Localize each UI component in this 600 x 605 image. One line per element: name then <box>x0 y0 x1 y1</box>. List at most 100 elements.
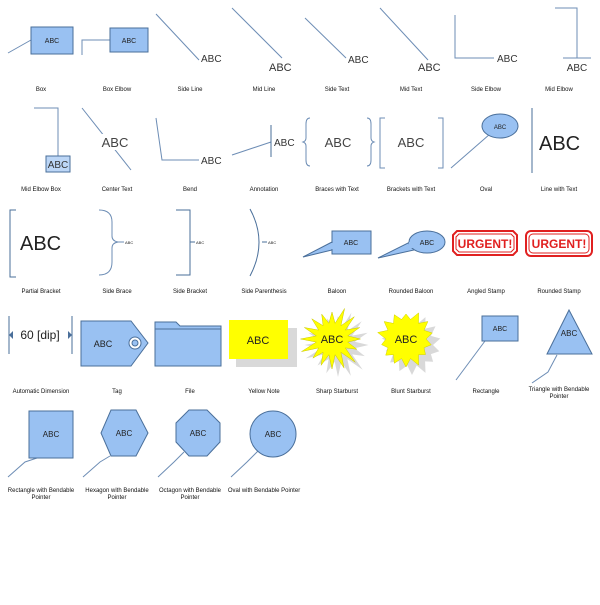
caption-mid-elbow-box: Mid Elbow Box <box>21 187 61 193</box>
caption-annotation: Annotation <box>249 187 279 193</box>
rounded-baloon-callout[interactable]: ABC <box>377 230 446 259</box>
side-brace-callout[interactable]: ABC <box>98 209 133 276</box>
mid-line-callout-text: ABC <box>269 62 292 74</box>
caption-angled-stamp: Angled Stamp <box>467 289 505 295</box>
angled-stamp[interactable]: URGENT! <box>452 230 518 256</box>
caption-hexagon-bendable: Hexagon with Bendable Pointer <box>85 488 149 501</box>
side-bracket-callout-text: ABC <box>196 240 204 245</box>
blunt-starburst-text: ABC <box>395 334 418 346</box>
brackets-callout[interactable]: ABC <box>379 117 444 169</box>
center-text-callout-text: ABC <box>102 135 129 150</box>
sharp-starburst[interactable]: ABC <box>300 308 369 378</box>
side-bracket-callout[interactable]: ABC <box>176 209 204 276</box>
caption-sharp-starburst: Sharp Starburst <box>315 389 359 395</box>
caption-center-text: Center Text <box>101 187 133 193</box>
baloon-callout[interactable]: ABC <box>302 230 372 258</box>
side-text-callout[interactable]: ABC <box>304 17 369 66</box>
oval-callout[interactable]: ABC <box>450 113 519 169</box>
yellow-note-text: ABC <box>247 335 270 347</box>
caption-box-elbow: Box Elbow <box>102 87 132 93</box>
rounded-stamp-text: URGENT! <box>532 237 587 251</box>
caption-rectangle-bendable: Rectangle with Bendable Pointer <box>7 488 75 501</box>
side-text-callout-text: ABC <box>348 55 369 66</box>
bend-callout-text: ABC <box>201 156 222 167</box>
annotation-callout-text: ABC <box>274 138 295 149</box>
box-callout-text: ABC <box>45 38 59 45</box>
rectangle-bendable-callout-text: ABC <box>43 430 60 439</box>
side-elbow-callout-text: ABC <box>497 54 518 65</box>
baloon-callout-text: ABC <box>344 240 358 247</box>
side-elbow-callout[interactable]: ABC <box>454 15 518 65</box>
box-elbow-callout[interactable]: ABC <box>81 27 149 55</box>
yellow-note[interactable]: ABC <box>229 320 297 367</box>
caption-line-with-text: Line with Text <box>540 187 578 193</box>
rectangle-bendable-callout[interactable]: ABC <box>7 410 74 478</box>
mid-elbow-box-callout-text: ABC <box>48 160 69 171</box>
octagon-bendable-callout-text: ABC <box>190 429 207 438</box>
caption-side-brace: Side Brace <box>102 289 132 295</box>
caption-mid-text: Mid Text <box>399 87 423 93</box>
braces-callout[interactable]: ABC <box>301 117 376 167</box>
caption-side-elbow: Side Elbow <box>470 87 502 93</box>
tag-callout-text: ABC <box>94 339 113 349</box>
center-text-callout[interactable]: ABC <box>81 107 132 171</box>
rounded-stamp[interactable]: URGENT! <box>525 230 593 257</box>
box-elbow-callout-text: ABC <box>122 38 136 45</box>
mid-elbow-callout[interactable]: ABC <box>555 7 591 74</box>
side-parenthesis-callout[interactable]: ABC <box>249 208 276 277</box>
oval-bendable-callout[interactable]: ABC <box>230 410 297 478</box>
mid-elbow-box-callout[interactable]: ABC <box>34 107 71 173</box>
automatic-dimension[interactable]: 60 [dip] <box>8 316 73 354</box>
caption-tag: Tag <box>112 389 122 395</box>
hexagon-bendable-callout[interactable]: ABC <box>82 409 149 478</box>
mid-elbow-callout-text: ABC <box>567 63 588 74</box>
mid-line-callout[interactable]: ABC <box>231 7 292 74</box>
braces-callout-text: ABC <box>325 135 352 150</box>
triangle-bendable-callout-text: ABC <box>561 329 578 338</box>
automatic-dimension-text: 60 [dip] <box>20 328 59 342</box>
caption-automatic-dimension: Automatic Dimension <box>12 389 70 395</box>
mid-text-callout-text: ABC <box>418 62 441 74</box>
caption-mid-elbow: Mid Elbow <box>545 87 573 93</box>
box-callout[interactable]: ABC <box>7 26 74 55</box>
caption-side-line: Side Line <box>177 87 203 93</box>
tag-callout[interactable]: ABC <box>80 320 149 367</box>
caption-rounded-baloon: Rounded Baloon <box>388 289 434 295</box>
brackets-callout-text: ABC <box>398 135 425 150</box>
caption-brackets-with-text: Brackets with Text <box>386 187 436 193</box>
rounded-baloon-callout-text: ABC <box>420 240 434 247</box>
blunt-starburst[interactable]: ABC <box>377 312 441 375</box>
caption-rectangle: Rectangle <box>472 389 500 395</box>
caption-oval-bendable: Oval with Bendable Pointer <box>227 488 301 494</box>
mid-text-callout[interactable]: ABC <box>379 7 441 74</box>
caption-triangle-bendable: Triangle with Bendable Pointer <box>528 387 590 400</box>
annotation-callout[interactable]: ABC <box>231 125 295 157</box>
caption-rounded-stamp: Rounded Stamp <box>537 289 581 295</box>
caption-box: Box <box>35 87 47 93</box>
caption-bend: Bend <box>182 187 197 193</box>
rectangle-callout-text: ABC <box>493 326 507 333</box>
triangle-bendable-callout[interactable]: ABC <box>531 308 593 384</box>
side-line-callout[interactable]: ABC <box>155 13 222 65</box>
caption-mid-line: Mid Line <box>252 87 276 93</box>
partial-bracket-callout-text: ABC <box>20 233 61 255</box>
bend-callout[interactable]: ABC <box>155 117 222 167</box>
caption-side-text: Side Text <box>324 87 350 93</box>
angled-stamp-text: URGENT! <box>458 237 513 251</box>
caption-side-bracket: Side Bracket <box>172 289 208 295</box>
caption-yellow-note: Yellow Note <box>248 389 280 395</box>
partial-bracket-callout[interactable]: ABC <box>9 209 61 278</box>
oval-callout-text: ABC <box>494 125 507 131</box>
side-parenthesis-callout-text: ABC <box>268 240 276 245</box>
sharp-starburst-text: ABC <box>321 334 344 346</box>
octagon-bendable-callout[interactable]: ABC <box>157 409 221 478</box>
caption-oval: Oval <box>479 187 493 193</box>
hexagon-bendable-callout-text: ABC <box>116 429 133 438</box>
rectangle-callout[interactable]: ABC <box>455 315 519 381</box>
side-line-callout-text: ABC <box>201 54 222 65</box>
line-with-text-callout[interactable]: ABC <box>531 108 580 173</box>
side-brace-callout-text: ABC <box>125 240 133 245</box>
file-callout[interactable] <box>154 321 222 367</box>
